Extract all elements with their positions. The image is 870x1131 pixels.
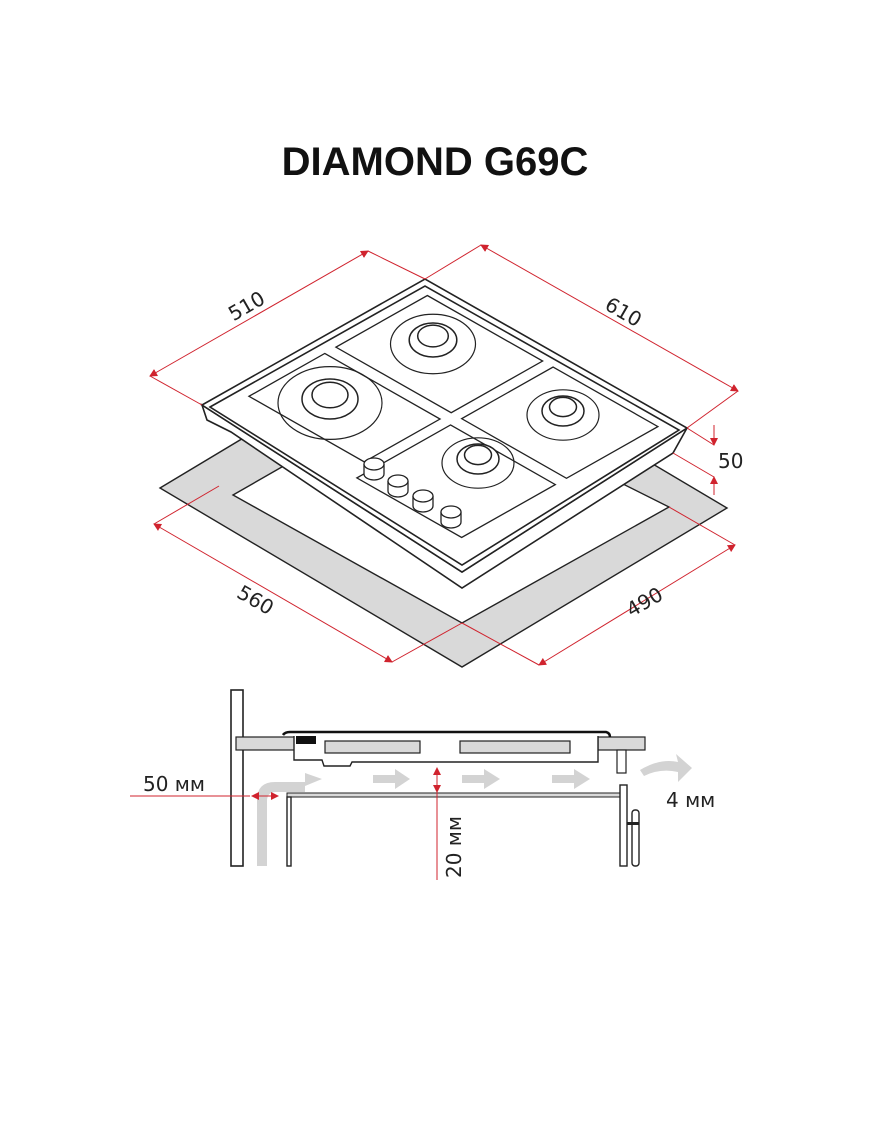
grate-cell <box>460 366 660 480</box>
knob-top <box>387 474 409 488</box>
burner-cap <box>463 444 493 466</box>
side-gap-label: 50 мм <box>143 772 205 796</box>
rear-gap-label: 4 мм <box>666 788 715 812</box>
knob-top <box>363 457 385 471</box>
depth-label: 510 <box>224 286 269 326</box>
control-knobs <box>363 457 462 529</box>
burner-cap <box>548 396 578 418</box>
knob-top <box>440 505 462 519</box>
burner-cap-ring <box>389 313 477 375</box>
section-dimensions <box>130 767 441 880</box>
burner-cap <box>416 324 450 348</box>
burner-cap-ring <box>441 437 515 489</box>
page-title: DIAMOND G69C <box>281 140 589 184</box>
cutout-width-label: 560 <box>233 580 278 620</box>
knob-top <box>412 489 434 503</box>
dimension-lines <box>149 244 739 666</box>
airflow-arrows <box>257 754 692 866</box>
air-gap-label: 20 мм <box>442 816 466 878</box>
height-label: 50 <box>718 449 743 473</box>
cutout-depth-label: 490 <box>622 582 667 622</box>
section-view <box>230 689 646 867</box>
grate-cell <box>355 424 557 539</box>
burner-cap <box>311 381 349 409</box>
